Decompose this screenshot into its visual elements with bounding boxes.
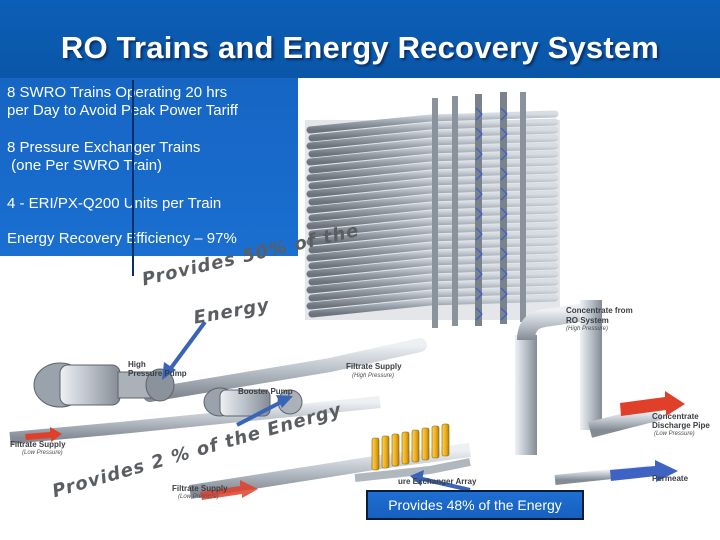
label-filtrate-hp-sub: (High Pressure) — [352, 373, 395, 379]
flow-arrow-mark — [475, 107, 483, 121]
high-pressure-pump — [33, 362, 175, 408]
membrane-tube — [306, 142, 559, 166]
label-filtrate-supply-hp: Filtrate Supply — [346, 362, 402, 371]
info-eri-units: 4 - ERI/PX-Q200 Units per Train — [7, 195, 222, 212]
info-pressure-exchanger-trains: 8 Pressure Exchanger Trains — [7, 139, 201, 156]
membrane-tube — [306, 174, 559, 198]
flow-arrow-mark — [475, 187, 483, 201]
label-filtrate-supply-lp: Filtrate Supply — [10, 440, 66, 449]
flow-arrow-mark — [475, 127, 483, 141]
label-pressure-pump: Pressure Pump — [128, 369, 187, 378]
membrane-tube — [306, 158, 559, 182]
info-peak-tariff: per Day to Avoid Peak Power Tariff — [7, 102, 238, 119]
membrane-tube — [308, 182, 559, 206]
label-filtrate-bottom-sub: (Low Pressure) — [178, 494, 219, 500]
membrane-rack — [305, 92, 560, 328]
flow-arrow-mark — [475, 147, 483, 161]
flow-arrow-mark — [500, 187, 508, 201]
flow-arrow-mark — [500, 167, 508, 181]
pressure-exchanger-unit — [411, 429, 420, 463]
pressure-exchanger-unit — [401, 431, 410, 465]
pressure-exchanger-unit — [371, 437, 380, 471]
pressure-exchanger-array — [371, 423, 450, 471]
flow-arrow-mark — [500, 227, 508, 241]
membrane-tube — [308, 262, 559, 286]
info-one-per-train: (one Per SWRO Train) — [7, 157, 163, 174]
flow-arrow-mark — [475, 227, 483, 241]
membrane-tube — [308, 246, 559, 270]
info-panel — [0, 78, 298, 256]
flow-arrow-mark — [500, 287, 508, 301]
membrane-tube — [306, 238, 559, 262]
flow-arrow-mark — [500, 307, 508, 321]
pressure-exchanger-unit — [421, 427, 430, 461]
label-permeate: Permeate — [652, 474, 689, 483]
membrane-tube — [308, 230, 559, 254]
pressure-exchanger-unit — [431, 425, 440, 459]
membrane-tube — [308, 166, 559, 190]
membrane-tube — [306, 206, 559, 230]
pressure-exchanger-unit — [391, 433, 400, 467]
flow-direction-arrows — [25, 391, 685, 500]
membrane-tube — [306, 222, 559, 246]
flow-arrow-mark — [475, 267, 483, 281]
flow-arrow-mark — [475, 167, 483, 181]
divider-line — [132, 80, 134, 276]
membrane-tube — [306, 286, 559, 310]
flow-arrow-mark — [475, 207, 483, 221]
slide-title: RO Trains and Energy Recovery System — [60, 30, 660, 65]
flow-arrow-mark — [475, 307, 483, 321]
membrane-tube — [308, 118, 559, 142]
label-ro-system: RO System — [566, 316, 609, 325]
flow-arrow-mark — [500, 247, 508, 261]
label-discharge-pipe: Discharge Pipe — [652, 421, 710, 430]
label-filtrate-supply-bottom: Filtrate Supply — [172, 484, 228, 493]
info-recovery-efficiency: Energy Recovery Efficiency – 97% — [7, 230, 237, 247]
flow-arrow-mark — [475, 247, 483, 261]
label-pressure-exchanger-array: ure Exchanger Array — [398, 477, 477, 486]
label-filtrate-lp-sub: (Low Pressure) — [22, 450, 63, 456]
pressure-exchanger-unit — [441, 423, 450, 457]
pressure-exchanger-unit — [381, 435, 390, 469]
membrane-tube — [308, 198, 559, 222]
membrane-tube — [306, 254, 559, 278]
label-concentrate-from: Concentrate from — [566, 306, 633, 315]
label-high-pressure: (High Pressure) — [566, 326, 609, 332]
membrane-tube — [306, 270, 559, 294]
membrane-tube — [306, 126, 559, 150]
flow-arrow-mark — [475, 287, 483, 301]
membrane-tube — [308, 294, 559, 318]
callout-arrows — [162, 320, 471, 492]
membrane-tube — [308, 214, 559, 238]
label-booster-pump: Booster Pump — [238, 387, 293, 396]
label-high: High — [128, 360, 146, 369]
membrane-tube-rows — [306, 110, 559, 318]
title-bar — [0, 0, 720, 78]
membrane-tube — [308, 278, 559, 302]
membrane-tube — [308, 134, 559, 158]
flow-arrow-mark — [500, 107, 508, 121]
flow-arrow-mark — [500, 267, 508, 281]
flow-arrow-mark — [500, 147, 508, 161]
px-energy-callout: Provides 48% of the Energy — [366, 490, 584, 520]
label-discharge-sub: (Low Pressure) — [654, 431, 695, 437]
info-trains-operating: 8 SWRO Trains Operating 20 hrs — [7, 84, 228, 101]
membrane-tube — [308, 150, 559, 174]
membrane-tube — [306, 110, 559, 134]
flow-arrow-mark — [500, 207, 508, 221]
membrane-tube — [306, 190, 559, 214]
flow-arrow-mark — [500, 127, 508, 141]
flow-arrows — [475, 107, 508, 321]
label-concentrate: Concentrate — [652, 412, 699, 421]
